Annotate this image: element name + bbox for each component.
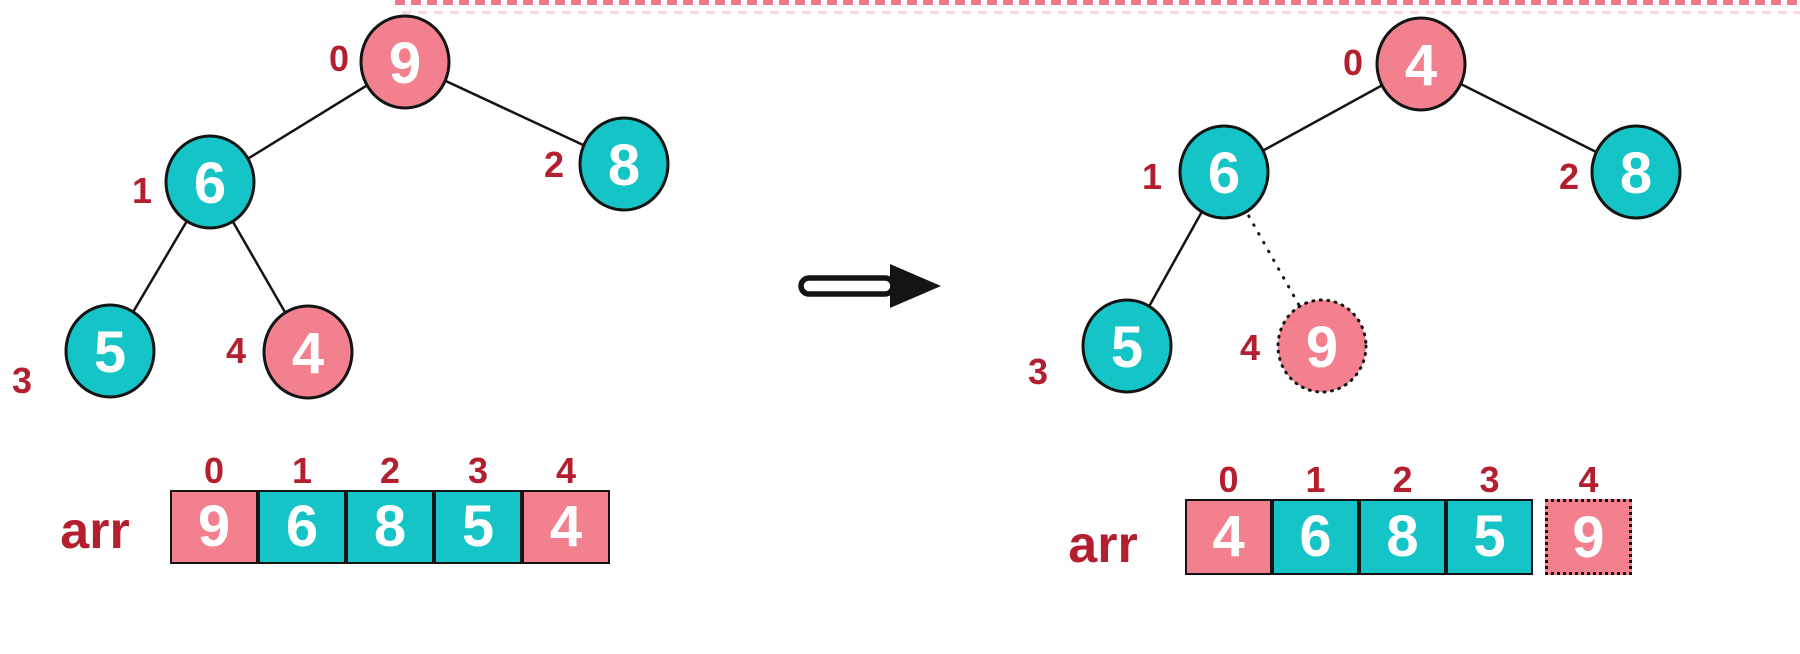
array-cell: 4 bbox=[522, 490, 610, 564]
array-index-label: 1 bbox=[1305, 459, 1326, 500]
array-index-label: 0 bbox=[203, 450, 225, 491]
arrow-shaft bbox=[798, 275, 896, 297]
array-index-label: 3 bbox=[1479, 459, 1500, 500]
torn-edge-strip-faint bbox=[402, 11, 1800, 14]
array-cell: 9 bbox=[170, 490, 258, 564]
tree-node-circle bbox=[1375, 16, 1467, 112]
array-cell: 6 bbox=[1272, 499, 1359, 575]
array-name-label: arr bbox=[60, 502, 130, 560]
array-name-label: arr bbox=[1068, 516, 1138, 574]
tree-node-circle bbox=[578, 116, 670, 212]
torn-edge-strip bbox=[395, 0, 1800, 5]
array-index-label: 2 bbox=[379, 450, 401, 491]
array-index-label: 4 bbox=[1578, 459, 1599, 500]
array-cell: 6 bbox=[258, 490, 346, 564]
tree-node-value: 9 bbox=[389, 31, 421, 96]
tree-node-value: 9 bbox=[1306, 315, 1338, 380]
array-cell: 8 bbox=[1359, 499, 1446, 575]
tree-node-index: 2 bbox=[1559, 156, 1579, 197]
array-cell: 4 bbox=[1185, 499, 1272, 575]
array-cell: 8 bbox=[346, 490, 434, 564]
tree-node-circle bbox=[1276, 298, 1368, 394]
tree-edge-dotted bbox=[1222, 170, 1324, 348]
tree-node-value: 4 bbox=[1405, 33, 1437, 98]
tree-node-index: 0 bbox=[1343, 42, 1363, 83]
tree-node-index: 1 bbox=[1142, 156, 1162, 197]
tree-node-circle bbox=[359, 14, 451, 110]
tree-node-index: 2 bbox=[544, 144, 564, 185]
tree-node-index: 0 bbox=[329, 38, 349, 79]
tree-node-value: 8 bbox=[1620, 141, 1652, 206]
array-index-label: 0 bbox=[1218, 459, 1239, 500]
arrow-head bbox=[890, 264, 941, 308]
array-cell: 5 bbox=[434, 490, 522, 564]
tree-node-value: 4 bbox=[292, 321, 324, 386]
array-index-label: 1 bbox=[291, 450, 313, 491]
array-index-label: 4 bbox=[555, 450, 577, 491]
array-index-label: 2 bbox=[1392, 459, 1413, 500]
right-arrow-icon bbox=[798, 264, 941, 308]
tree-node-value: 5 bbox=[1111, 315, 1143, 380]
array-cell: 5 bbox=[1446, 499, 1533, 575]
tree-node-circle bbox=[1178, 124, 1270, 220]
tree-node-circle bbox=[64, 303, 156, 399]
tree-node-circle bbox=[262, 304, 354, 400]
tree-node-value: 8 bbox=[608, 133, 640, 198]
tree-node-index: 4 bbox=[1240, 327, 1260, 368]
tree-node-index: 4 bbox=[226, 330, 246, 371]
array-index-label: 3 bbox=[467, 450, 489, 491]
tree-node-value: 5 bbox=[94, 320, 126, 385]
tree-node-circle bbox=[1081, 298, 1173, 394]
tree-node-value: 6 bbox=[1208, 141, 1240, 206]
tree-node-index: 3 bbox=[1028, 351, 1048, 392]
array-cell: 9 bbox=[1545, 499, 1632, 575]
tree-node-index: 3 bbox=[12, 360, 32, 401]
tree-node-value: 6 bbox=[194, 151, 226, 216]
tree-node-index: 1 bbox=[132, 170, 152, 211]
tree-node-circle bbox=[1590, 124, 1682, 220]
tree-node-circle bbox=[164, 134, 256, 230]
